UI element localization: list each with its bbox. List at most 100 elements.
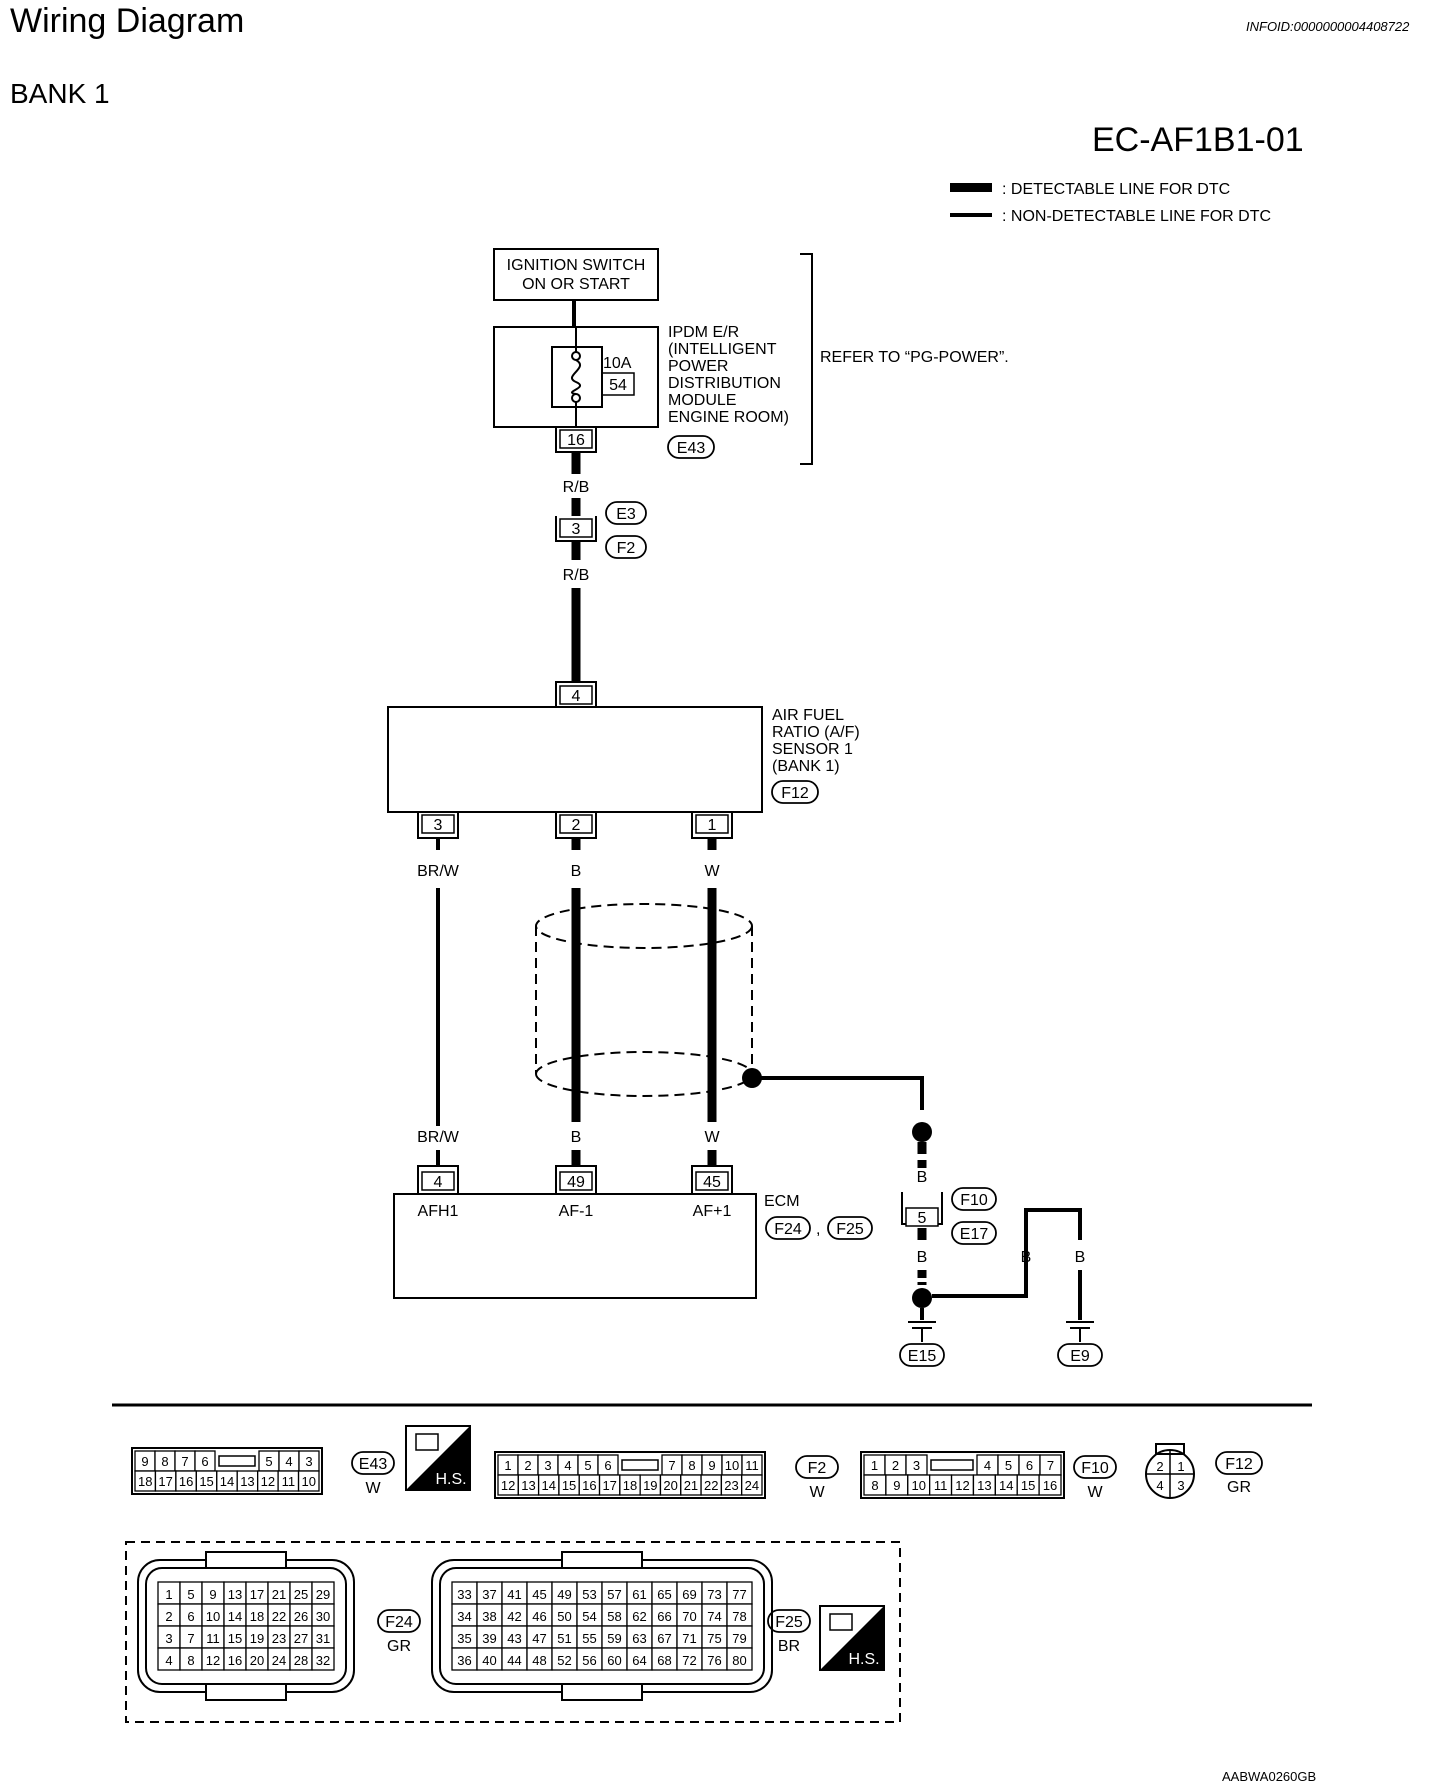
e43-pin: 12 xyxy=(261,1474,275,1489)
bank-label: BANK 1 xyxy=(10,78,110,109)
f25-pin: 53 xyxy=(582,1587,596,1602)
f24-pin: 17 xyxy=(250,1587,264,1602)
f24-pin: 22 xyxy=(272,1609,286,1624)
connector-id-e3: E3 xyxy=(616,506,636,523)
f24-pin: 27 xyxy=(294,1631,308,1646)
f24-pin: 18 xyxy=(250,1609,264,1624)
f25-pin: 72 xyxy=(682,1653,696,1668)
e43-pin: 11 xyxy=(282,1474,296,1489)
f24-pin: 28 xyxy=(294,1653,308,1668)
f2-pin: 24 xyxy=(745,1478,759,1493)
f25-pin: 37 xyxy=(482,1587,496,1602)
e43-pin: 9 xyxy=(141,1454,148,1469)
f12-view-color: GR xyxy=(1227,1479,1251,1496)
ipdm-label-3: POWER xyxy=(668,358,728,375)
hs-badge-2: H.S. xyxy=(819,1605,885,1671)
f25-pin: 40 xyxy=(482,1653,496,1668)
sensor-label-3: SENSOR 1 xyxy=(772,741,853,758)
f25-pin: 51 xyxy=(557,1631,571,1646)
f25-pin: 44 xyxy=(507,1653,521,1668)
f24-pin: 3 xyxy=(165,1631,172,1646)
ipdm-label-6: ENGINE ROOM) xyxy=(668,409,789,426)
fuse-housing xyxy=(551,346,603,408)
legend-detectable: : DETECTABLE LINE FOR DTC xyxy=(1002,181,1230,198)
f10-pin: 1 xyxy=(871,1458,878,1473)
f2-pin: 20 xyxy=(663,1478,677,1493)
f10-pin: 12 xyxy=(955,1478,969,1493)
e43-pin: 3 xyxy=(305,1454,312,1469)
f10-pin: 10 xyxy=(911,1478,925,1493)
legend: : DETECTABLE LINE FOR DTC : NON-DETECTAB… xyxy=(950,181,1271,225)
f2-pin: 12 xyxy=(501,1478,515,1493)
f24-pin: 25 xyxy=(294,1587,308,1602)
f25-pin: 49 xyxy=(557,1587,571,1602)
f25-pin: 78 xyxy=(732,1609,746,1624)
e43-pin: 13 xyxy=(240,1474,254,1489)
f25-pin: 35 xyxy=(457,1631,471,1646)
e43-pin: 10 xyxy=(302,1474,316,1489)
f24-view-color: GR xyxy=(387,1638,411,1655)
f24-pin: 30 xyxy=(316,1609,330,1624)
f24-pin: 4 xyxy=(165,1653,172,1668)
pin-sensor-1: 1 xyxy=(708,817,717,834)
wire-label-ground-b-3: B xyxy=(1021,1249,1032,1266)
f12-pin-3: 3 xyxy=(1177,1478,1184,1493)
pin-ipdm-16: 16 xyxy=(567,432,585,449)
f2-pin: 23 xyxy=(724,1478,738,1493)
f10-pin: 8 xyxy=(871,1478,878,1493)
e43-pin: 8 xyxy=(161,1454,168,1469)
f10-pin: 4 xyxy=(984,1458,991,1473)
f10-view-id: F10 xyxy=(1081,1460,1109,1477)
f24-pin: 24 xyxy=(272,1653,286,1668)
f10-pin: 15 xyxy=(1021,1478,1035,1493)
f25-pin: 73 xyxy=(707,1587,721,1602)
f25-pin: 41 xyxy=(507,1587,521,1602)
connector-id-e9: E9 xyxy=(1070,1348,1090,1365)
connector-id-e15: E15 xyxy=(908,1348,937,1365)
f2-view-id: F2 xyxy=(808,1460,827,1477)
f25-pin: 67 xyxy=(657,1631,671,1646)
connector-id-f25: F25 xyxy=(836,1221,864,1238)
f25-pin: 42 xyxy=(507,1609,521,1624)
sensor-label-4: (BANK 1) xyxy=(772,758,840,775)
f25-pin: 50 xyxy=(557,1609,571,1624)
f24-pin: 20 xyxy=(250,1653,264,1668)
f10-pin: 6 xyxy=(1026,1458,1033,1473)
ignition-line-2: ON OR START xyxy=(522,276,630,293)
f25-pin: 80 xyxy=(732,1653,746,1668)
wire-label-w-2: W xyxy=(704,1129,720,1146)
connector-id-f2: F2 xyxy=(617,540,636,557)
f24-pin: 21 xyxy=(272,1587,286,1602)
f25-pin: 46 xyxy=(532,1609,546,1624)
f12-view-id: F12 xyxy=(1225,1456,1253,1473)
f12-pin-1: 1 xyxy=(1177,1459,1184,1474)
ecm-terminal-af-plus: AF+1 xyxy=(693,1203,732,1220)
e43-pin: 7 xyxy=(181,1454,188,1469)
pin-ecm-45: 45 xyxy=(703,1174,721,1191)
fuse-amp: 10A xyxy=(603,355,632,372)
wire-label-ground-b-1: B xyxy=(917,1169,928,1186)
f25-pin: 54 xyxy=(582,1609,596,1624)
ipdm-label-2: (INTELLIGENT xyxy=(668,341,777,358)
f25-pin: 64 xyxy=(632,1653,646,1668)
f25-pin: 61 xyxy=(632,1587,646,1602)
f2-pin: 4 xyxy=(564,1458,571,1473)
f25-pin: 43 xyxy=(507,1631,521,1646)
f2-pin: 19 xyxy=(643,1478,657,1493)
f25-pin: 69 xyxy=(682,1587,696,1602)
f12-pin-2: 2 xyxy=(1156,1459,1163,1474)
f24-pin: 11 xyxy=(206,1631,220,1646)
f10-pin: 3 xyxy=(913,1458,920,1473)
wire-label-rb-1: R/B xyxy=(563,479,590,496)
e43-pin: 15 xyxy=(199,1474,213,1489)
f25-pin: 74 xyxy=(707,1609,721,1624)
connector-id-f12: F12 xyxy=(781,785,809,802)
legend-non-detectable: : NON-DETECTABLE LINE FOR DTC xyxy=(1002,208,1271,225)
info-id: INFOID:0000000004408722 xyxy=(1246,19,1410,34)
f25-pin: 70 xyxy=(682,1609,696,1624)
f24-pin: 1 xyxy=(165,1587,172,1602)
connector-id-f24: F24 xyxy=(774,1221,802,1238)
